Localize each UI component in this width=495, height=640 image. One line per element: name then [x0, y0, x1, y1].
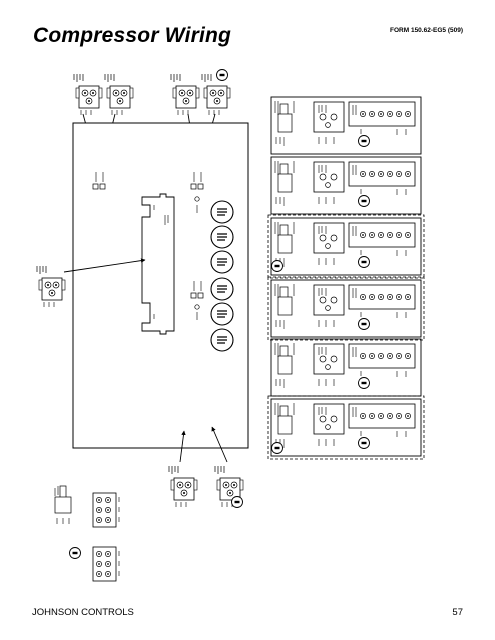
top-connector-2: [104, 73, 134, 116]
top-connector-1: [73, 73, 103, 116]
top-label-oval: [216, 69, 228, 81]
terminal-block-upper: [92, 492, 120, 528]
form-code: FORM 150.62-EG5 (509): [390, 27, 463, 34]
page-number: 57: [452, 607, 463, 618]
main-control-panel: [72, 122, 249, 449]
left-connector: [36, 258, 146, 308]
bottom-connectors: [168, 426, 244, 508]
top-connector-3: [170, 73, 200, 116]
terminal-block-lower: [69, 546, 120, 582]
module-column: [267, 97, 425, 460]
page-title: Compressor Wiring: [33, 24, 232, 47]
footer-company: JOHNSON CONTROLS: [32, 607, 134, 618]
bottom-left-connector: [54, 485, 72, 524]
top-connector-4: [201, 73, 231, 116]
